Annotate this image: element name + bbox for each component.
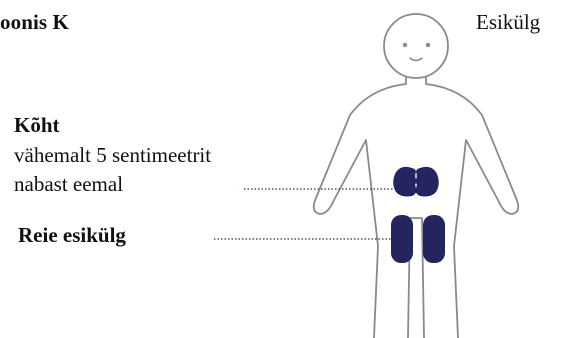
body-outline [314, 78, 519, 338]
abdomen-injection-sites [393, 167, 439, 197]
abdomen-site-right [415, 167, 439, 197]
person-outline-icon [314, 14, 519, 338]
thigh-site-left [391, 215, 413, 263]
leader-lines [214, 189, 396, 239]
face-icon [403, 43, 430, 47]
thigh-injection-sites [391, 215, 445, 263]
mouth [410, 58, 422, 61]
thigh-site-right [423, 215, 445, 263]
head-outline [384, 14, 448, 78]
left-eye [403, 43, 407, 47]
right-eye [426, 43, 430, 47]
abdomen-site-left [393, 167, 417, 197]
